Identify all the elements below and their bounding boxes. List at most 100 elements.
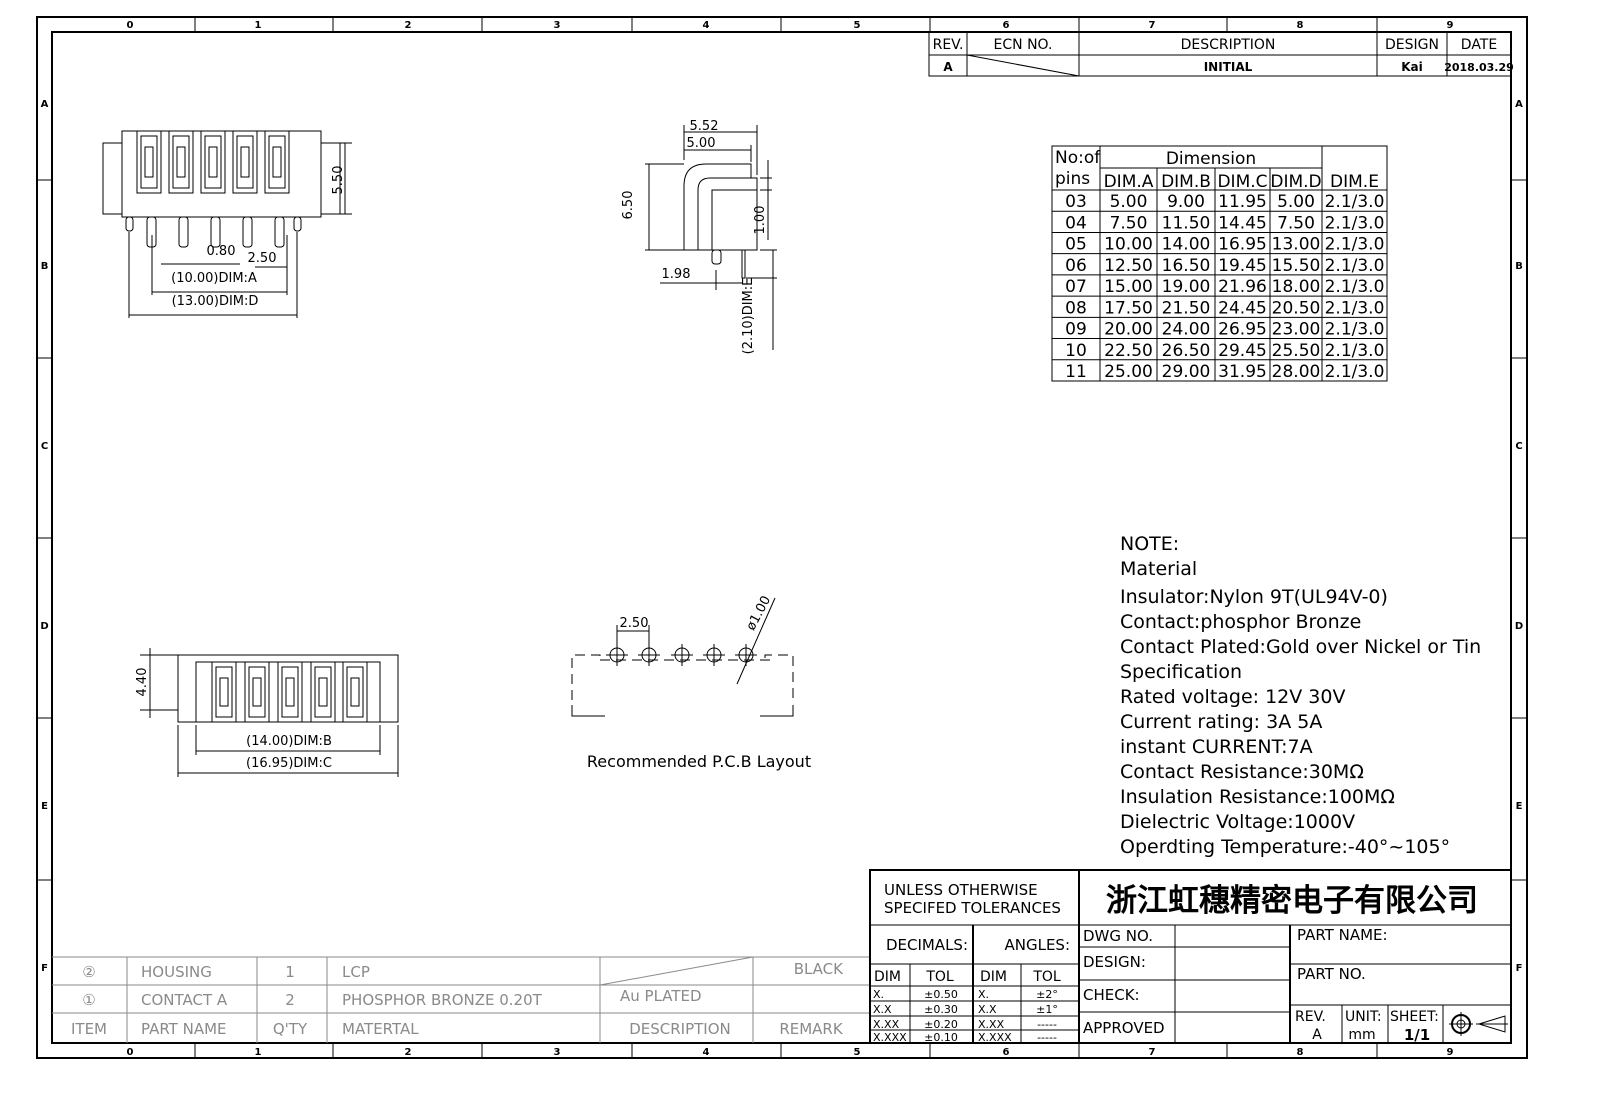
contact-slot-inner	[268, 135, 286, 189]
note-line: Material	[1120, 558, 1197, 580]
table-cell: 06	[1065, 256, 1087, 276]
pin	[178, 216, 189, 248]
rev-label: REV.	[1295, 1009, 1326, 1025]
zone-row-left: D	[40, 621, 48, 632]
table-cell: 04	[1065, 213, 1087, 233]
top-view: 5.50 0.80 2.50 (10.00)DIM:A (13.00)DIM:D	[102, 130, 352, 318]
zone-row-right: F	[1516, 963, 1523, 974]
sheet-value: 1/1	[1404, 1026, 1430, 1044]
dim-b-label: (14.00)DIM:B	[246, 734, 332, 749]
table-cell: 25.50	[1272, 341, 1321, 361]
contact-spring	[240, 146, 250, 178]
table-column-header: DIM.C	[1217, 172, 1267, 192]
tolerance-title-2: SPECIFED TOLERANCES	[884, 899, 1061, 917]
part-no-label: PART NO.	[1297, 965, 1366, 983]
table-cell: 23.00	[1272, 320, 1321, 340]
zone-column-top: 0	[127, 20, 134, 31]
table-cell: 2.1/3.0	[1325, 235, 1385, 255]
decimals-label: DECIMALS:	[886, 936, 968, 954]
zone-row-left: C	[41, 441, 48, 452]
angle-tol: -----	[1037, 1031, 1057, 1044]
pin	[125, 216, 134, 232]
contact-slot	[244, 661, 270, 723]
table-cell: 22.50	[1104, 341, 1153, 361]
angles-label: ANGLES:	[1004, 936, 1070, 954]
note-line: instant CURRENT:7A	[1120, 736, 1313, 758]
zone-row-left: E	[41, 801, 48, 812]
contact-spring	[285, 677, 295, 707]
bom-header-remark: REMARK	[779, 1020, 844, 1038]
zone-row-left: A	[41, 99, 49, 110]
table-cell: 2.1/3.0	[1325, 320, 1385, 340]
angle-dim: X.XX	[978, 1018, 1005, 1031]
bom-header-part-name: PART NAME	[141, 1020, 227, 1038]
table-cell: 29.45	[1218, 341, 1267, 361]
dimension-group-header: Dimension	[1166, 149, 1256, 169]
ang-tol-header: TOL	[1032, 969, 1061, 985]
contact-spring	[219, 677, 229, 707]
bom-qty: 2	[285, 991, 295, 1009]
rev-value: A	[943, 60, 953, 74]
unit-label: UNIT:	[1345, 1009, 1382, 1025]
table-cell: 03	[1065, 192, 1087, 212]
table-cell: 10.00	[1104, 235, 1153, 255]
contact-slot	[264, 130, 290, 194]
contact-slot-inner	[248, 666, 266, 718]
zone-column-bottom: 5	[854, 1047, 861, 1058]
table-cell: 19.00	[1162, 277, 1211, 297]
contact-spring	[350, 677, 360, 707]
top-height-dim: 5.50	[331, 166, 346, 195]
decimal-tol: ±0.30	[924, 1003, 958, 1016]
pins-header-2: pins	[1055, 169, 1090, 189]
table-cell: 29.00	[1162, 362, 1211, 382]
contact-slot-inner	[281, 666, 299, 718]
table-cell: 2.1/3.0	[1325, 362, 1385, 382]
sheet-label: SHEET:	[1390, 1009, 1439, 1025]
rev-value: A	[1312, 1027, 1322, 1043]
contact-spring	[176, 146, 186, 178]
table-cell: 15.50	[1272, 256, 1321, 276]
table-cell: 07	[1065, 277, 1087, 297]
unit-value: mm	[1348, 1027, 1375, 1043]
contact-spring	[252, 677, 262, 707]
pcb-hole-dim: ø1.00	[744, 594, 775, 634]
date-value: 2018.03.29	[1444, 61, 1514, 74]
description-value: INITIAL	[1204, 60, 1253, 74]
table-cell: 14.00	[1162, 235, 1211, 255]
zone-row-right: D	[1515, 621, 1523, 632]
bom-description: Au PLATED	[620, 987, 702, 1005]
bom-header-item: ITEM	[71, 1020, 107, 1038]
part-name-label: PART NAME:	[1297, 926, 1388, 944]
table-cell: 31.95	[1218, 362, 1267, 382]
table-column-header: DIM.A	[1104, 172, 1154, 192]
table-cell: 11.50	[1162, 213, 1211, 233]
dim-c-label: (16.95)DIM:C	[246, 756, 332, 771]
table-cell: 9.00	[1167, 192, 1205, 212]
table-cell: 7.50	[1110, 213, 1148, 233]
note-line: Contact:phosphor Bronze	[1120, 611, 1361, 633]
table-cell: 21.96	[1218, 277, 1267, 297]
bottom-height-dim: 4.40	[135, 668, 150, 697]
table-cell: 24.45	[1218, 298, 1267, 318]
table-cell: 11	[1065, 362, 1087, 382]
table-cell: 26.95	[1218, 320, 1267, 340]
contact-slot	[168, 130, 194, 194]
dim-e-label: (2.10)DIM:E	[741, 278, 756, 355]
zone-column-top: 3	[554, 20, 561, 31]
note-line: Contact Resistance:30MΩ	[1120, 761, 1364, 783]
contact-slot-inner	[204, 135, 222, 189]
table-cell: 2.1/3.0	[1325, 213, 1385, 233]
angle-dim: X.	[978, 988, 989, 1001]
note-line: NOTE:	[1120, 533, 1179, 555]
table-cell: 2.1/3.0	[1325, 341, 1385, 361]
decimal-tol: ±0.10	[924, 1031, 958, 1044]
dec-tol-header: TOL	[925, 969, 954, 985]
contact-slot-inner	[314, 666, 332, 718]
table-cell: 20.00	[1104, 320, 1153, 340]
zone-column-bottom: 3	[554, 1047, 561, 1058]
zone-column-bottom: 7	[1149, 1047, 1156, 1058]
bom-qty: 1	[285, 963, 295, 981]
side-width-500: 5.00	[687, 136, 716, 151]
